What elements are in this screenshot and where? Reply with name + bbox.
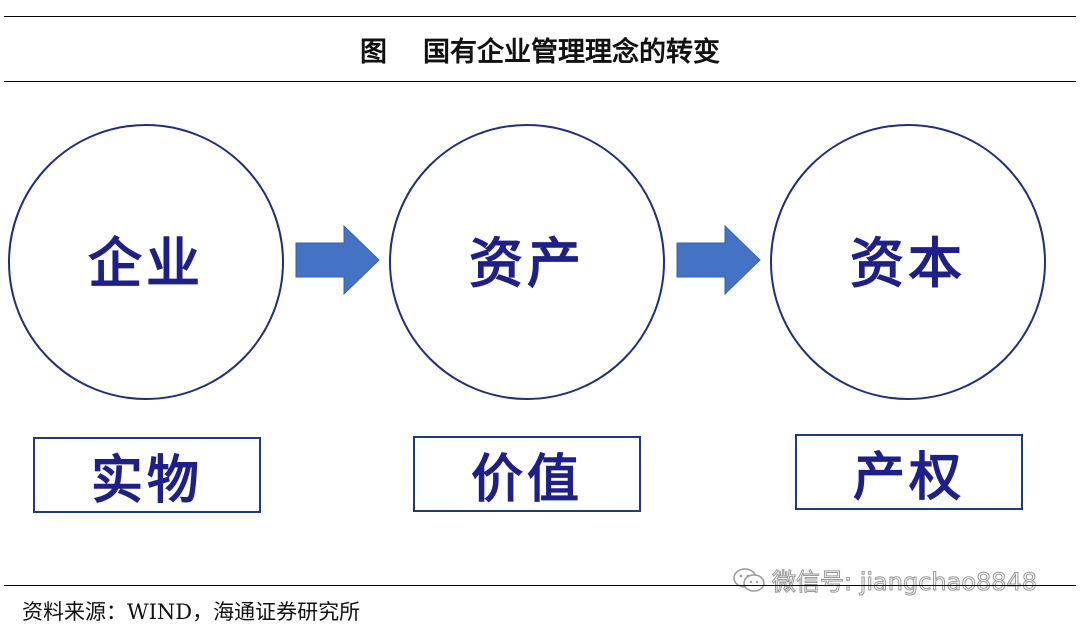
title-text: 国有企业管理理念的转变 <box>423 36 720 68</box>
concept-box-3: 产权 <box>795 434 1023 510</box>
box-label-1: 实物 <box>90 449 203 511</box>
stage-circle-2 <box>389 124 665 400</box>
circle-label-3: 资本 <box>850 231 966 295</box>
circle-label-2: 资产 <box>469 231 585 295</box>
source-note: 资料来源：WIND，海通证券研究所 <box>22 600 361 624</box>
concept-box-1: 实物 <box>33 437 261 513</box>
box-label-2: 价值 <box>470 448 583 510</box>
top-rule <box>4 16 1076 17</box>
wechat-icon <box>733 567 765 592</box>
stage-circle-1 <box>8 124 284 400</box>
title-rule <box>4 81 1076 82</box>
figure-title: 图 国有企业管理理念的转变 <box>0 22 1080 76</box>
concept-box-2: 价值 <box>413 436 641 512</box>
circle-label-1: 企业 <box>88 231 204 295</box>
bottom-rule <box>4 585 1076 586</box>
watermark-text: 微信号: jiangchao8848 <box>771 568 1038 597</box>
figure-label: 图 <box>360 36 387 68</box>
stage-circle-3 <box>770 124 1046 400</box>
watermark: 微信号: jiangchao8848 <box>732 562 1038 597</box>
box-label-3: 产权 <box>852 446 965 508</box>
arrow-right-icon <box>676 224 761 296</box>
arrow-right-icon <box>295 224 380 296</box>
